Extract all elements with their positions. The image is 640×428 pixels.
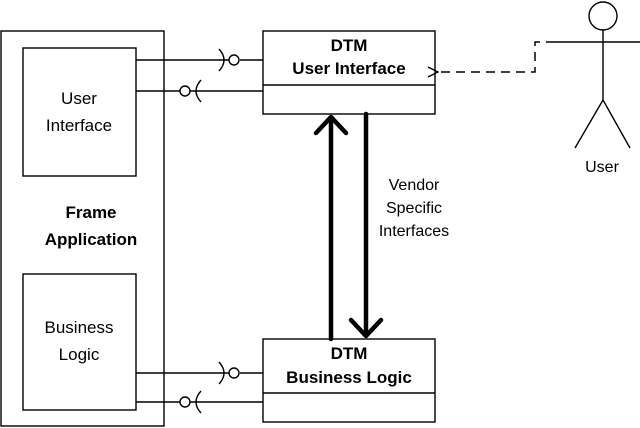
frame-application-title-line1: Frame [65, 203, 116, 222]
frame-application-title-line2: Application [45, 230, 138, 249]
down-arrow-ui-to-bl [348, 111, 384, 339]
ui-required-interface-connector [136, 79, 263, 103]
frame-business-logic-box [22, 273, 137, 411]
user-dependency-dashed-arrow [438, 41, 555, 72]
up-arrow-bl-to-ui [313, 114, 349, 342]
vendor-label-line2: Specific [386, 200, 442, 217]
frame-business-logic-line1: Business [45, 318, 114, 337]
dtm-business-logic-box [262, 338, 436, 423]
frame-user-interface-line2: Interface [46, 116, 112, 135]
frame-business-logic-line2: Logic [59, 345, 100, 364]
dtm-business-logic-title-line1: DTM [331, 344, 368, 363]
frame-user-interface-line1: User [61, 89, 97, 108]
vendor-label-line1: Vendor [389, 177, 440, 194]
dtm-user-interface-box [262, 30, 436, 115]
bl-required-interface-connector [136, 390, 263, 414]
vendor-label-line3: Interfaces [379, 223, 449, 240]
frame-user-interface-box [22, 47, 137, 177]
user-actor-label: User [585, 159, 619, 176]
dtm-business-logic-title-line2: Business Logic [286, 368, 412, 387]
dtm-user-interface-title-line1: DTM [331, 36, 368, 55]
bl-provided-interface-connector [136, 361, 263, 385]
user-actor-icon [555, 1, 640, 149]
dtm-user-interface-title-line2: User Interface [292, 59, 405, 78]
ui-provided-interface-connector [136, 48, 263, 72]
